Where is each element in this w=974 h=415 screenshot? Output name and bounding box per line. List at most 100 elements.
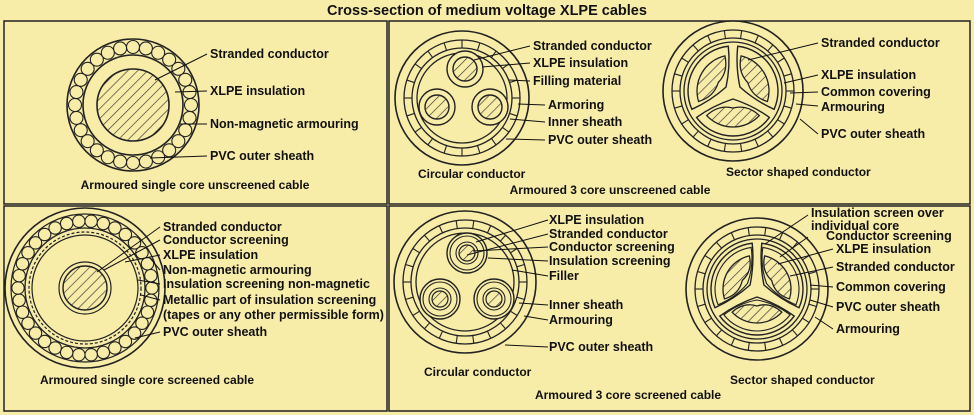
armour-segment-divider bbox=[704, 317, 712, 323]
armour-segment-divider bbox=[674, 105, 683, 109]
armour-wire bbox=[182, 110, 197, 125]
armour-wire bbox=[72, 347, 86, 362]
armour-wire bbox=[73, 72, 88, 87]
label-xlpe-insulation: XLPE insulation bbox=[163, 248, 258, 262]
armour-wire bbox=[80, 61, 95, 76]
cable-1-single-core-unscreened bbox=[66, 38, 200, 172]
armour-wire bbox=[118, 227, 133, 242]
label-xlpe-insulation: XLPE insulation bbox=[836, 242, 931, 256]
armour-wire bbox=[21, 316, 35, 331]
core-insulation bbox=[476, 281, 512, 317]
armour-segment-divider bbox=[516, 264, 525, 268]
cable-4-circular-3-core-screened bbox=[393, 210, 537, 354]
armour-segments bbox=[672, 30, 794, 152]
cable-4-sector-3-core-screened bbox=[685, 217, 829, 361]
leader-lines-2-left bbox=[473, 45, 546, 141]
armour-segment-divider bbox=[412, 310, 420, 316]
label-xlpe-insulation: XLPE insulation bbox=[549, 213, 644, 227]
armour-wire bbox=[21, 245, 35, 260]
cable-3-single-core-screened bbox=[4, 207, 166, 369]
armour-segment-divider bbox=[509, 112, 518, 117]
diagram-title: Cross-section of medium voltage XLPE cab… bbox=[327, 3, 647, 19]
caption-panel-1: Armoured single core unscreened cable bbox=[81, 178, 310, 192]
label-filler: Filler bbox=[549, 269, 579, 283]
core-insulation bbox=[422, 281, 458, 317]
armour-segment-divider bbox=[715, 329, 723, 337]
armour-segment-divider bbox=[767, 44, 774, 52]
armour-wire bbox=[96, 216, 111, 231]
armour-segment-divider bbox=[412, 248, 420, 254]
panel-frame-4 bbox=[388, 205, 971, 412]
conductor bbox=[96, 68, 170, 142]
armour-wire bbox=[100, 150, 115, 165]
armour-wire bbox=[48, 221, 62, 235]
label-pvc-outer-sheath: PVC outer sheath bbox=[548, 133, 652, 147]
armour-wire bbox=[11, 281, 25, 295]
sector-conductor bbox=[731, 304, 783, 324]
armour-segment-divider bbox=[499, 234, 507, 242]
armour-segment-divider bbox=[730, 337, 736, 346]
armour-wire bbox=[69, 110, 84, 125]
armour-wire bbox=[144, 268, 158, 283]
leader-lines-4-right bbox=[764, 214, 834, 330]
armour-segment-divider bbox=[499, 322, 507, 330]
label-armouring: Armouring bbox=[549, 313, 613, 327]
label-metallic-screening-note: (tapes or any other permissible form) bbox=[163, 308, 384, 322]
armour-wire bbox=[73, 123, 88, 138]
armour-segments bbox=[695, 227, 819, 351]
sector-conductor bbox=[739, 55, 770, 103]
armour-wire bbox=[72, 214, 86, 229]
armour-wire bbox=[37, 334, 52, 349]
armour-segment-divider bbox=[747, 227, 750, 236]
armour-wire bbox=[138, 41, 153, 56]
armour-wire bbox=[135, 316, 149, 331]
panel-frame-1 bbox=[3, 20, 388, 205]
armour-segment-divider bbox=[490, 50, 497, 58]
label-xlpe-insulation: XLPE insulation bbox=[821, 68, 916, 82]
label-conductor-screening: Conductor screening bbox=[826, 229, 952, 243]
label-conductor-screening: Conductor screening bbox=[163, 233, 289, 247]
armour-segment-divider bbox=[476, 145, 481, 154]
armour-wire bbox=[127, 236, 142, 250]
label-insulation-screen-cont: individual core bbox=[811, 219, 899, 233]
sector-screen bbox=[723, 299, 791, 332]
label-insulation-screen: Insulation screen over bbox=[811, 206, 944, 220]
armour-segment-divider bbox=[764, 342, 767, 351]
armour-wire bbox=[84, 347, 98, 362]
armour-segment-divider bbox=[510, 310, 518, 316]
armour-segment-divider bbox=[486, 330, 492, 339]
caption-panel-4: Armoured 3 core screened cable bbox=[535, 388, 721, 402]
armour-segment-divider bbox=[516, 296, 525, 300]
armour-wire bbox=[113, 154, 128, 169]
armour-segment-divider bbox=[747, 342, 750, 351]
caption-panel-3: Armoured single core screened cable bbox=[40, 373, 254, 387]
armour-segment-divider bbox=[427, 138, 434, 146]
leader-lines-1 bbox=[149, 53, 208, 159]
core-conductor bbox=[485, 290, 503, 308]
armour-segment-divider bbox=[443, 42, 448, 51]
armour-wire bbox=[183, 97, 199, 113]
armour-wire bbox=[113, 41, 128, 56]
armour-segment-divider bbox=[692, 130, 699, 138]
armour-segment-divider bbox=[423, 322, 431, 330]
armour-segment-divider bbox=[486, 225, 492, 234]
label-insulation-screening: Insulation screening non-magnetic bbox=[163, 277, 370, 291]
armour-segments bbox=[403, 220, 527, 344]
armour-segment-divider bbox=[423, 234, 431, 242]
armour-segment-divider bbox=[715, 241, 723, 249]
armour-segment-divider bbox=[777, 119, 785, 125]
armour-wire bbox=[118, 334, 133, 349]
armour-segment-divider bbox=[502, 126, 510, 133]
armour-segment-divider bbox=[490, 138, 497, 146]
armour-segment-divider bbox=[438, 225, 444, 234]
armour-segment-divider bbox=[739, 30, 743, 39]
panel-frame-3 bbox=[3, 205, 388, 412]
label-inner-sheath: Inner sheath bbox=[549, 298, 623, 312]
armour-wire bbox=[140, 305, 155, 319]
label-stranded-conductor: Stranded conductor bbox=[533, 39, 652, 53]
sector-conductor bbox=[722, 255, 751, 300]
armour-wire bbox=[138, 154, 153, 169]
armour-segment-divider bbox=[697, 303, 706, 307]
sub-caption-sector-conductor: Sector shaped conductor bbox=[730, 373, 875, 387]
